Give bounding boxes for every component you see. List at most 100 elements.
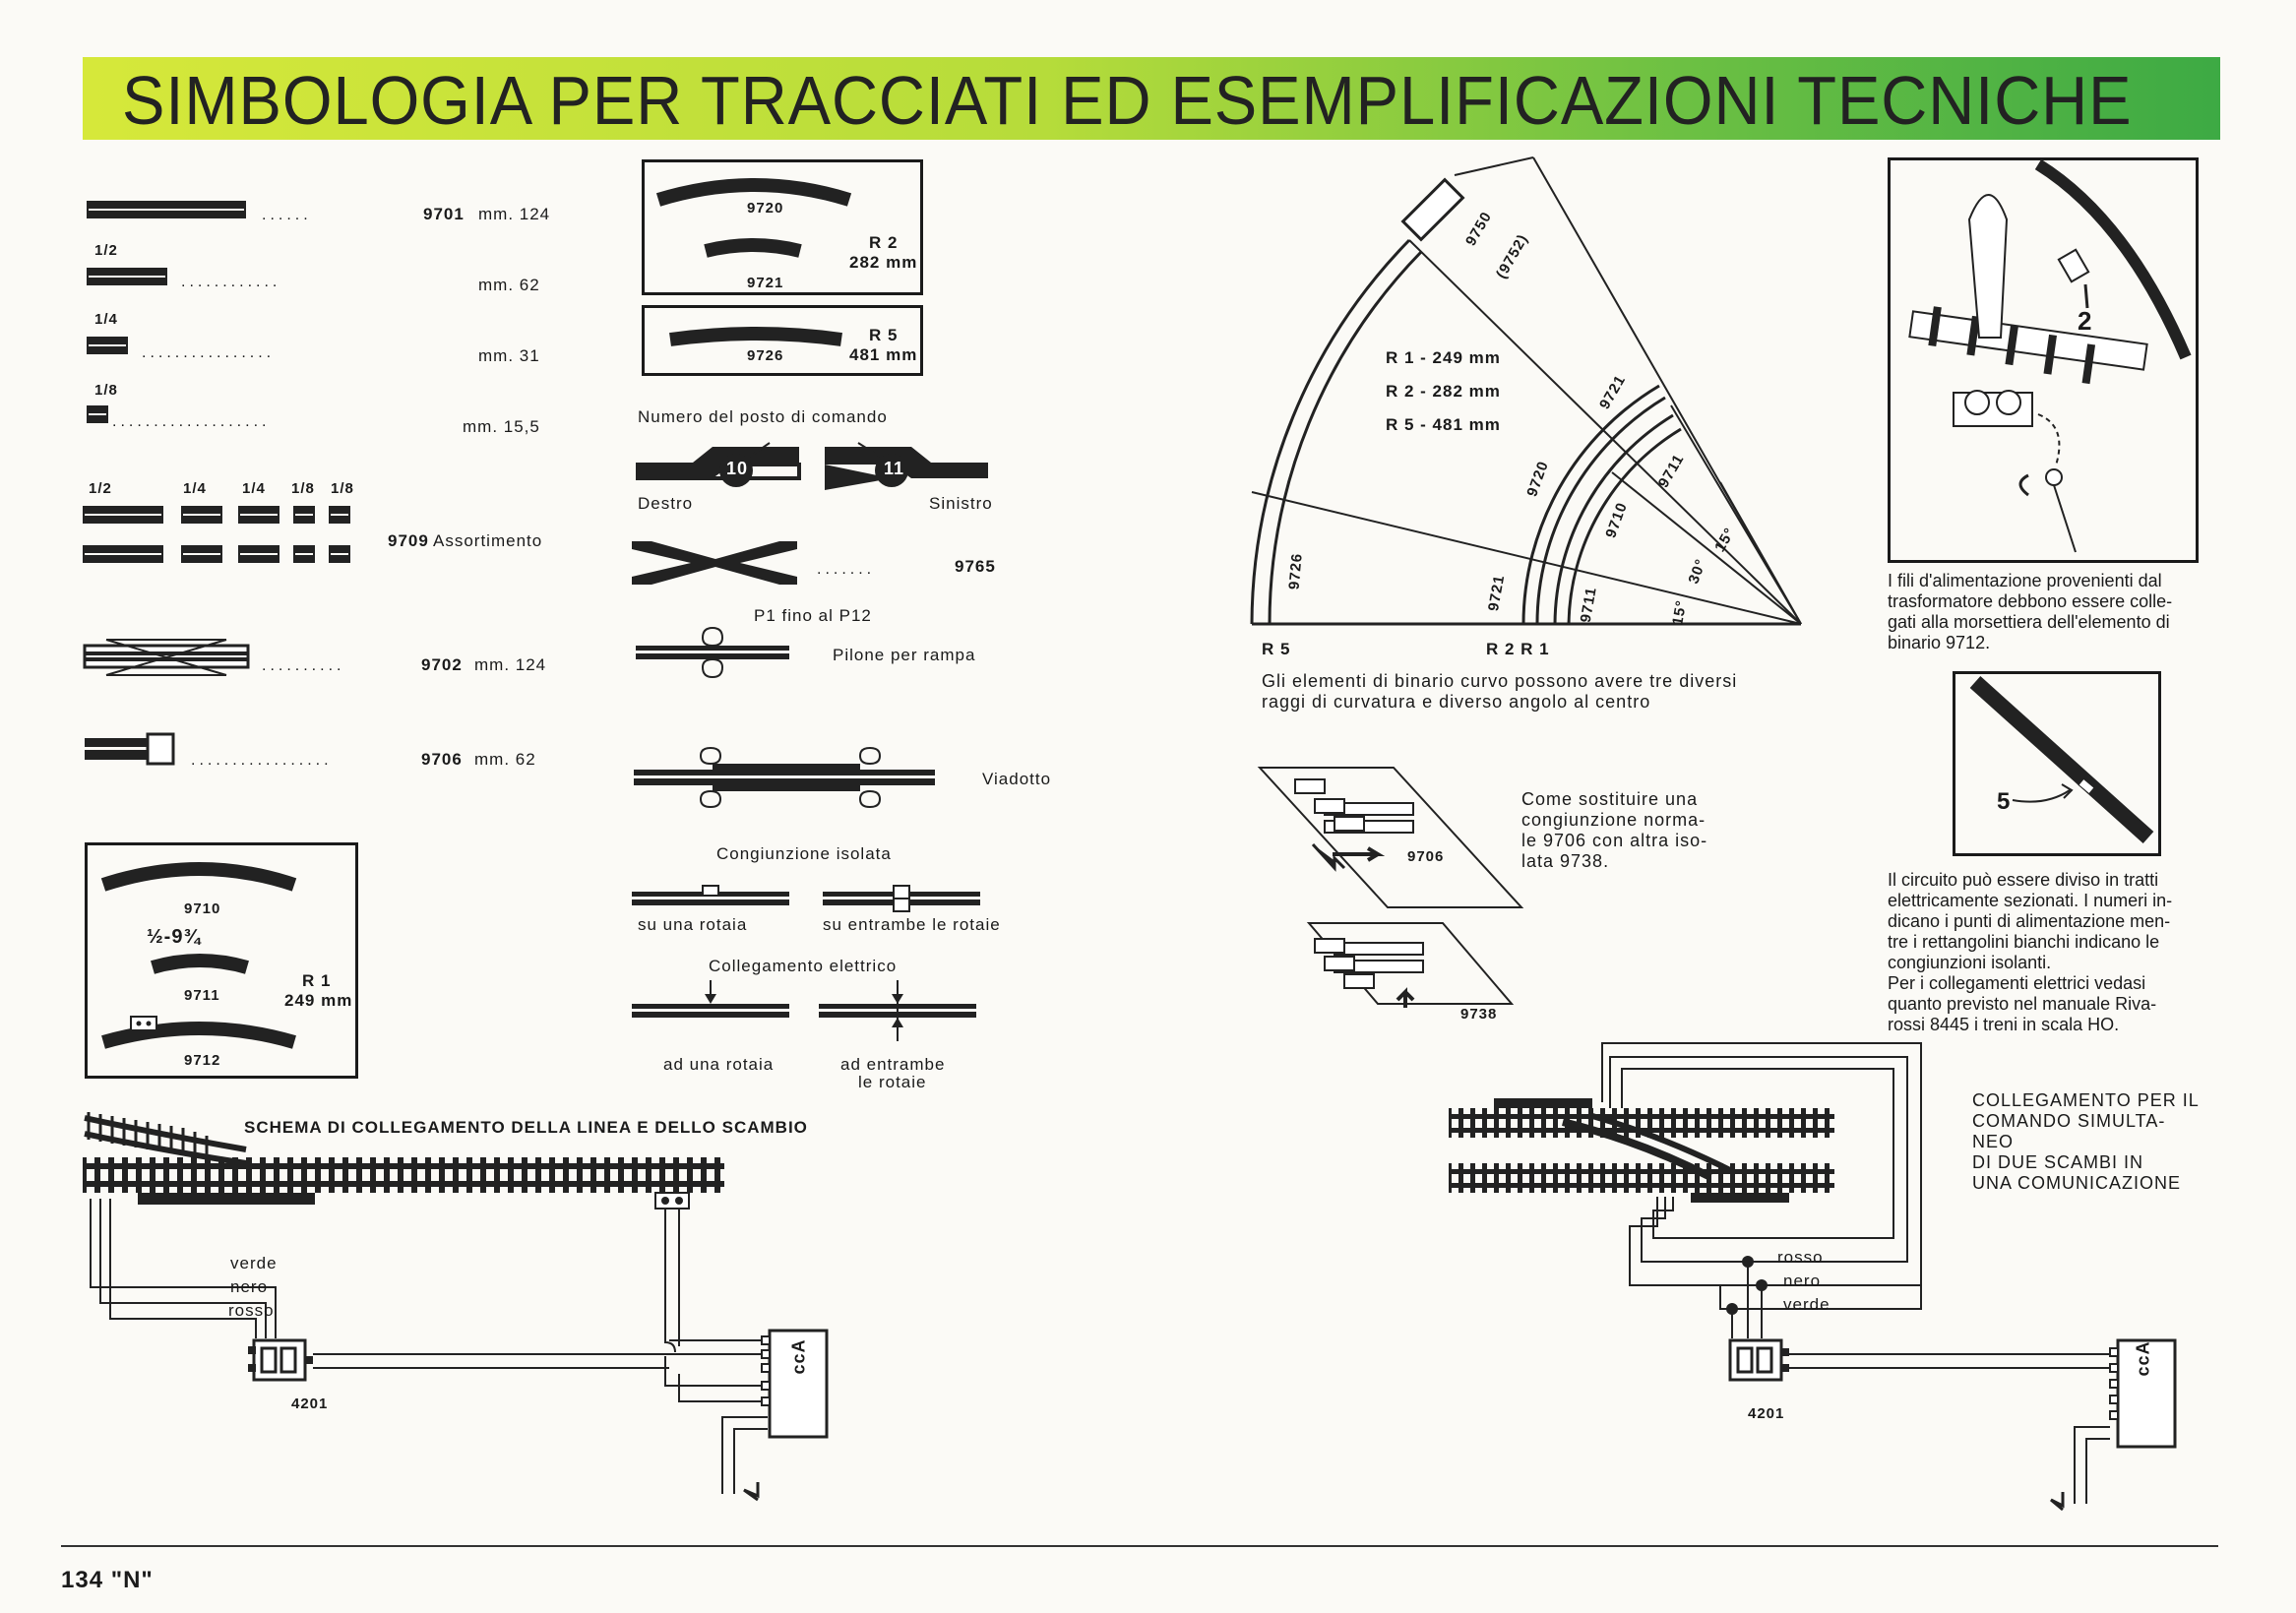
section-text: Il circuito può essere diviso in tratti … (1888, 870, 2173, 1034)
pylon-label: Pilone per rampa (833, 646, 976, 664)
assortment-piece (293, 545, 315, 563)
switch-box-code: 4201 (291, 1396, 329, 1412)
curve-radius-label: R 5 (869, 326, 899, 344)
rail-dots: ....... (817, 561, 876, 578)
feeder-text: I fili d'alimentazione provenienti dal t… (1888, 571, 2173, 652)
switch-box-code: 4201 (1748, 1405, 1785, 1422)
curve-rail (151, 954, 249, 974)
turnout-left-symbol (825, 442, 988, 490)
feeder-illustration: 2 (1888, 157, 2199, 563)
rail-fraction: 1/2 (94, 242, 118, 259)
curve-code: 9720 (747, 200, 784, 217)
rail-half (87, 268, 167, 285)
rail-fraction: 1/8 (94, 382, 118, 399)
double-turnout-schema (1449, 1042, 2177, 1512)
curve-code: 9726 (747, 347, 784, 364)
assortment-fraction: 1/4 (183, 480, 207, 497)
schema-left-title: SCHEMA DI COLLEGAMENTO DELLA LINEA E DEL… (244, 1118, 808, 1137)
electric-one-rail (632, 980, 789, 1018)
assortment-code: 9709 (388, 531, 429, 550)
section-number: 5 (1997, 788, 2012, 815)
assortment-fraction: 1/8 (291, 480, 315, 497)
feeder-number: 2 (2078, 306, 2093, 336)
fan-code: 9726 (1285, 552, 1306, 590)
fan-label-r5: R 5 (1262, 640, 1291, 658)
pylon-range-label: P1 fino al P12 (754, 606, 872, 625)
curve-code: 9712 (184, 1052, 221, 1069)
rail-length: mm. 31 (478, 346, 540, 365)
fan-radius-r1: R 1 - 249 mm (1386, 348, 1501, 367)
assortment-label: Assortimento (433, 531, 543, 550)
curve-box-r5: 9726 R 5 481 mm (642, 305, 923, 376)
curve-radius-label: R 2 (869, 233, 899, 252)
assortment-fraction: 1/2 (89, 480, 112, 497)
rail-length: mm. 15,5 (463, 417, 540, 436)
wire-label: verde (230, 1254, 278, 1272)
schema-right-title: COLLEGAMENTO PER IL COMANDO SIMULTA- NEO… (1972, 1090, 2200, 1193)
rail-dots: ................... (112, 413, 271, 430)
wire-label: rosso (1777, 1248, 1824, 1267)
turnout-right-symbol (636, 442, 801, 487)
terminal-rail-code: 9706 (421, 750, 463, 769)
line-turnout-schema (83, 1112, 829, 1502)
wire-label: verde (1783, 1295, 1831, 1314)
wire-label: nero (230, 1277, 269, 1296)
feeder-drawing (1908, 158, 2192, 553)
rail-length: mm. 124 (478, 205, 551, 223)
curve-radius: 249 mm (284, 991, 353, 1010)
curve-box-r2: 9720 9721 R 2 282 mm (642, 159, 923, 295)
curve-radius-label: R 1 (302, 971, 332, 990)
isolated-joint-one-rail (632, 885, 789, 905)
isolated-rail-code: 9702 (421, 655, 463, 674)
control-letters: ccA (2133, 1340, 2153, 1377)
rail-dots: .......... (262, 657, 345, 674)
turnout-left-label: Sinistro (929, 494, 993, 513)
assortment-piece (238, 506, 279, 524)
curve-rail (100, 862, 297, 892)
rail-full (87, 201, 246, 218)
curve-box-r1: 9710 ½-9¾ 9711 R 1 249 mm 9712 (85, 842, 358, 1079)
wire-label: rosso (228, 1301, 275, 1320)
joint-text: Come sostituire una congiunzione norma- … (1521, 789, 1708, 871)
isolated-rail-symbol (83, 639, 250, 676)
command-post-number: 10 (726, 459, 749, 478)
fan-caption: Gli elementi di binario curvo possono av… (1262, 671, 1738, 712)
page-title: SIMBOLOGIA PER TRACCIATI ED ESEMPLIFICAZ… (122, 62, 2133, 139)
one-rail-label: su una rotaia (638, 915, 748, 934)
rail-dots: ................. (191, 752, 333, 769)
assortment-fraction: 1/8 (331, 480, 354, 497)
control-letters: ccA (788, 1338, 809, 1375)
curve-rail-with-terminal (101, 1016, 296, 1049)
assortment-piece (83, 545, 163, 563)
command-post-label: Numero del posto di comando (638, 407, 888, 426)
rail-quarter (87, 337, 128, 354)
assortment-piece (181, 545, 222, 563)
crossing-code: 9765 (955, 557, 996, 576)
curve-radius: 282 mm (849, 253, 918, 272)
both-rails-label: su entrambe le rotaie (823, 915, 1001, 934)
terminal-rail-length: mm. 62 (474, 750, 536, 769)
electric-connection-label: Collegamento elettrico (709, 957, 898, 975)
section-drawing (1969, 676, 2154, 843)
joint-code-b: 9738 (1460, 1006, 1498, 1023)
rail-length: mm. 62 (478, 276, 540, 294)
curve-rail (669, 327, 842, 346)
curve-code: 9710 (184, 900, 221, 917)
turnout-right-label: Destro (638, 494, 694, 513)
curve-ratio: ½-9¾ (147, 926, 202, 948)
command-post-number: 11 (884, 459, 905, 478)
rail-fraction: 1/4 (94, 311, 118, 328)
wire-label: nero (1783, 1272, 1822, 1290)
rail-dots: ................ (142, 344, 276, 361)
electric-both-rails (819, 980, 976, 1041)
footer-rule (61, 1545, 2218, 1547)
curvature-fan-diagram (1250, 156, 1802, 626)
curve-rail (704, 238, 802, 258)
fan-radius-r2: R 2 - 282 mm (1386, 382, 1501, 401)
electric-one-rail-label: ad una rotaia (663, 1055, 775, 1074)
rail-code: 9701 (423, 205, 465, 223)
fan-radius-r5: R 5 - 481 mm (1386, 415, 1501, 434)
assortment-piece (329, 545, 350, 563)
assortment-piece (181, 506, 222, 524)
electric-both-rails-label-2: le rotaie (858, 1073, 927, 1091)
